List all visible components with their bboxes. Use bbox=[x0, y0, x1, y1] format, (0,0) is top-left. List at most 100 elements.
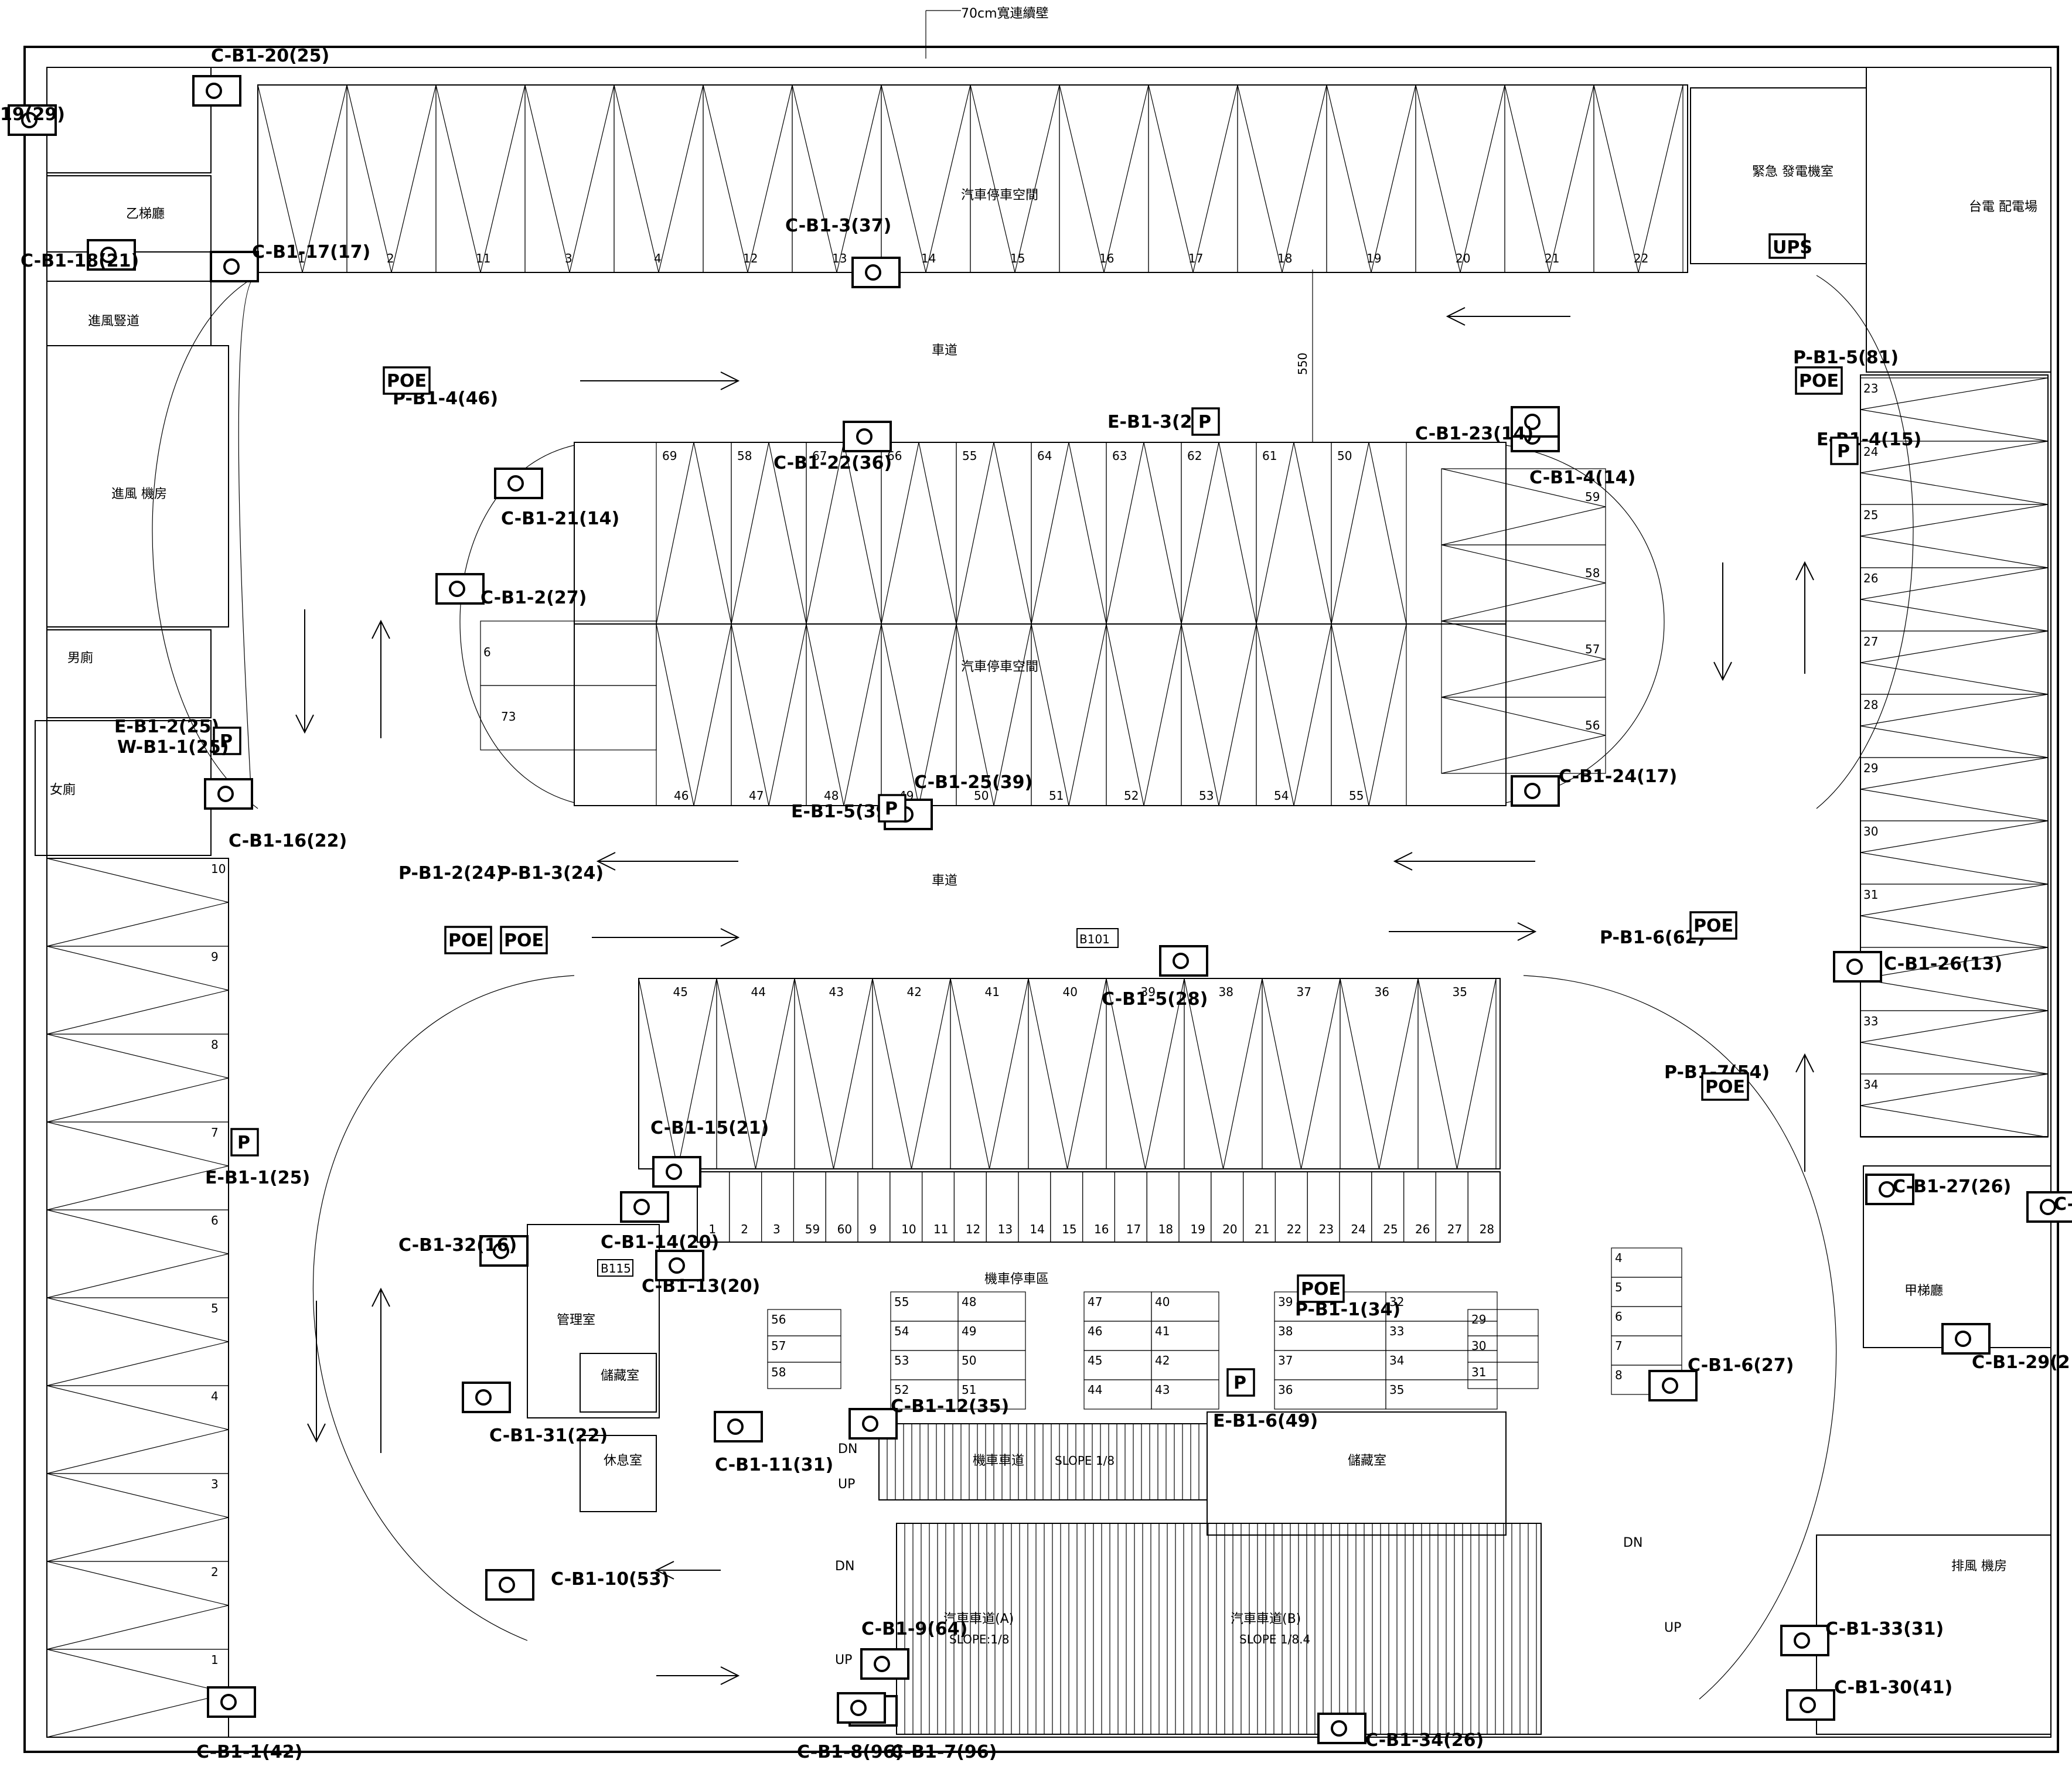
stair-a-label: 甲梯廳 bbox=[1904, 1284, 1943, 1298]
stall-number: 42 bbox=[1155, 1353, 1170, 1367]
stall-marking bbox=[46, 946, 229, 1035]
device-id: W-B1-1(25) bbox=[117, 737, 229, 758]
network-device: E-B1-6(49)P bbox=[1213, 1368, 1318, 1431]
stall-number: 33 bbox=[1389, 1324, 1404, 1338]
parking-stall bbox=[46, 1473, 229, 1562]
stall-number: 10 bbox=[901, 1222, 916, 1236]
network-device: E-B1-4(15)P bbox=[1817, 429, 1921, 465]
parking-stall bbox=[1860, 1010, 2049, 1075]
dn-label-3: DN bbox=[1623, 1536, 1642, 1550]
stall-number: 51 bbox=[962, 1383, 976, 1397]
emergency-gen-label: 緊急 發電機室 bbox=[1752, 165, 1834, 179]
poe-tag: POE bbox=[1799, 371, 1839, 391]
stall-marking bbox=[1181, 623, 1257, 806]
stall-number: 40 bbox=[1063, 985, 1078, 999]
poe-switch-icon bbox=[500, 926, 548, 954]
parking-stall bbox=[46, 1121, 229, 1210]
stall-number: 30 bbox=[1471, 1339, 1486, 1353]
stall-number: 29 bbox=[1863, 761, 1878, 775]
camera-id: C-B1-16(22) bbox=[229, 831, 347, 851]
parking-stall bbox=[1106, 623, 1182, 806]
camera-lens-icon bbox=[1955, 1331, 1971, 1347]
intake-fan-room bbox=[46, 345, 229, 627]
stall-number: 2 bbox=[387, 251, 394, 265]
stall-number: 28 bbox=[1863, 698, 1878, 712]
stall-marking bbox=[46, 1121, 229, 1210]
cctv-camera: C-B1-6(27) bbox=[1648, 1355, 1794, 1401]
stall-marking bbox=[46, 1561, 229, 1650]
parking-stall bbox=[881, 84, 971, 273]
storage2-label: 儲藏室 bbox=[1348, 1454, 1386, 1468]
stall-marking bbox=[435, 84, 526, 273]
b101-box bbox=[1076, 928, 1119, 948]
stall-number: 18 bbox=[1158, 1222, 1173, 1236]
stall-marking bbox=[656, 623, 732, 806]
stall-number: 21 bbox=[1255, 1222, 1269, 1236]
parking-stall bbox=[1031, 623, 1107, 806]
stall-number: 36 bbox=[1278, 1383, 1293, 1397]
stall-number: 42 bbox=[907, 985, 922, 999]
stall-number: 14 bbox=[921, 251, 936, 265]
stall-number: 33 bbox=[1863, 1014, 1878, 1028]
parking-stall bbox=[1031, 442, 1107, 625]
stall-number: 59 bbox=[1585, 490, 1600, 504]
poe-tag: POE bbox=[387, 371, 427, 391]
parking-stall bbox=[1504, 84, 1594, 273]
stall-number: 18 bbox=[1277, 251, 1292, 265]
cctv-camera: C-B1-30(41) bbox=[1786, 1677, 1952, 1721]
stall-number: 22 bbox=[1634, 251, 1648, 265]
camera-id: C-B1-17(17) bbox=[252, 242, 370, 262]
camera-lens-icon bbox=[206, 83, 222, 99]
stall-number: 12 bbox=[743, 251, 758, 265]
stall-number: 6 bbox=[211, 1213, 219, 1227]
parking-stall bbox=[794, 978, 873, 1169]
stall-number: 48 bbox=[962, 1295, 976, 1309]
panel-icon bbox=[213, 727, 241, 755]
stall-number: 7 bbox=[211, 1126, 219, 1140]
camera-lens-icon bbox=[666, 1164, 682, 1180]
device-id: E-B1-2(25) bbox=[114, 717, 219, 737]
stall-number: 44 bbox=[1088, 1383, 1102, 1397]
stall-number: 15 bbox=[1010, 251, 1025, 265]
stall-marking bbox=[614, 84, 704, 273]
device-id: P-B1-2(24) bbox=[398, 863, 504, 884]
poe-tag: POE bbox=[1693, 916, 1733, 936]
stall-marking bbox=[881, 84, 971, 273]
parking-stall bbox=[638, 978, 717, 1169]
parking-stall bbox=[1441, 620, 1606, 698]
stall-marking bbox=[1860, 757, 2049, 821]
stall-number: 54 bbox=[894, 1324, 909, 1338]
camera-lens-icon bbox=[100, 247, 117, 263]
stall-number: 39 bbox=[1141, 985, 1156, 999]
parking-stall bbox=[1256, 442, 1332, 625]
parking-stall bbox=[435, 84, 526, 273]
camera-id: C-B1-31(22) bbox=[489, 1425, 608, 1446]
cctv-camera: C-B1-20(25) bbox=[192, 46, 329, 107]
driveway-mid-label: 車道 bbox=[932, 874, 957, 888]
stall-number: 50 bbox=[962, 1353, 976, 1367]
stall-number: 4 bbox=[1615, 1251, 1623, 1265]
intake-fan-label: 進風 機房 bbox=[111, 487, 167, 502]
parking-stall bbox=[46, 1209, 229, 1298]
stall-number: 21 bbox=[1545, 251, 1559, 265]
stall-number: 48 bbox=[824, 789, 839, 803]
cctv-camera: C-B1-10(53) bbox=[485, 1569, 669, 1601]
parking-stall bbox=[872, 978, 951, 1169]
camera-lens-icon bbox=[850, 1700, 867, 1716]
p-tag: P bbox=[885, 799, 898, 819]
parking-stall bbox=[1326, 84, 1416, 273]
parking-stall bbox=[881, 442, 957, 625]
stall-marking bbox=[46, 1209, 229, 1298]
camera-id: C-B1-20(25) bbox=[211, 46, 329, 66]
stall-number: 40 bbox=[1155, 1295, 1170, 1309]
camera-id: C-B1-22(36) bbox=[773, 453, 892, 473]
b115-label: B115 bbox=[601, 1261, 631, 1276]
camera-icon bbox=[1648, 1370, 1698, 1401]
stall-number: 53 bbox=[894, 1353, 909, 1367]
stall-number: 36 bbox=[1375, 985, 1389, 999]
stall-marking bbox=[1237, 84, 1327, 273]
stall-number: 37 bbox=[1278, 1353, 1293, 1367]
cctv-camera: C-B1-18(21) bbox=[21, 239, 139, 271]
parking-stall bbox=[1181, 442, 1257, 625]
